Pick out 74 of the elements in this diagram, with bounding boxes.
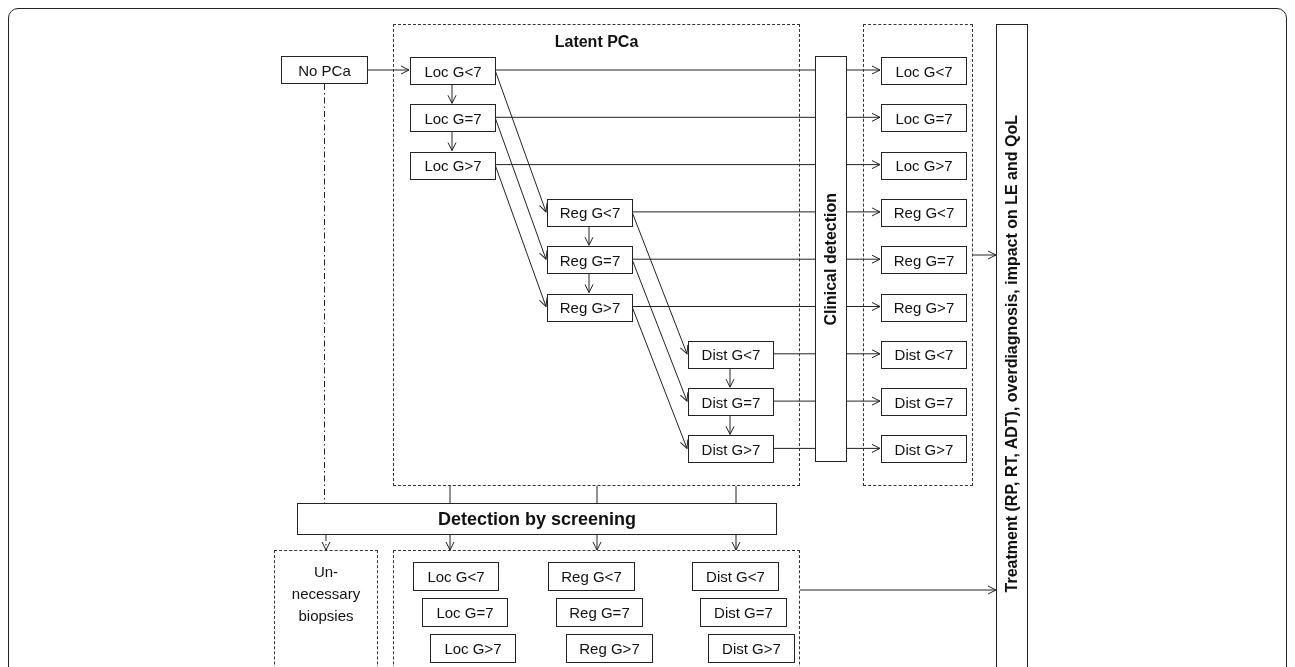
state-box: No PCa xyxy=(281,56,368,84)
connector-line xyxy=(631,258,816,260)
state-box: Dist G=7 xyxy=(881,388,967,417)
state-box: Reg G<7 xyxy=(548,562,635,591)
arrow xyxy=(592,534,602,551)
state-box: Loc G<7 xyxy=(413,562,499,591)
state-box: Reg G<7 xyxy=(881,198,967,227)
arrow xyxy=(846,443,881,453)
connector-line xyxy=(772,353,816,355)
group-title: Latent PCa xyxy=(553,33,640,51)
state-box: Reg G<7 xyxy=(547,198,633,227)
arrow xyxy=(447,130,457,152)
arrow xyxy=(367,65,410,75)
arrow xyxy=(445,534,455,551)
state-box: Loc G>7 xyxy=(881,151,967,180)
dashed-group xyxy=(393,24,800,486)
state-box: Reg G=7 xyxy=(881,246,967,275)
state-box: Reg G>7 xyxy=(566,634,653,663)
bar-label: Clinical detection xyxy=(822,192,840,326)
state-box: Loc G=7 xyxy=(881,104,967,133)
arrow xyxy=(725,367,735,388)
state-box: Loc G<7 xyxy=(410,57,496,85)
dashed-group xyxy=(863,24,973,486)
connector-line xyxy=(494,164,816,166)
state-box: Dist G<7 xyxy=(881,340,967,369)
connector-line xyxy=(772,447,816,449)
state-box: Loc G<7 xyxy=(881,57,967,85)
arrow xyxy=(846,302,881,311)
connector-line xyxy=(494,116,816,118)
arrow xyxy=(731,534,741,551)
state-box: Dist G>7 xyxy=(688,435,774,464)
state-box: Loc G=7 xyxy=(410,104,496,133)
process-bar xyxy=(297,503,777,535)
arrow xyxy=(321,534,331,551)
box-label: Un- necessary biopsies xyxy=(290,562,362,626)
arrow xyxy=(846,207,881,217)
connector-line xyxy=(494,69,816,71)
arrow xyxy=(846,396,881,406)
process-bar xyxy=(815,56,847,462)
arrow xyxy=(725,414,735,435)
connector-line xyxy=(772,400,816,402)
state-box: Loc G=7 xyxy=(422,598,508,627)
state-box: Dist G<7 xyxy=(688,340,774,369)
process-bar xyxy=(996,24,1028,667)
connector-line xyxy=(631,211,816,213)
state-box: Dist G>7 xyxy=(708,634,795,663)
arrow xyxy=(584,225,594,246)
state-box: Loc G>7 xyxy=(430,634,516,663)
arrow xyxy=(447,83,457,104)
arrow xyxy=(846,160,881,170)
arrow xyxy=(584,272,594,293)
dashed-box xyxy=(274,550,378,667)
state-box: Dist G<7 xyxy=(692,562,779,591)
arrow xyxy=(846,254,881,264)
state-box: Dist G=7 xyxy=(700,598,787,627)
state-box: Reg G>7 xyxy=(881,293,967,322)
arrow xyxy=(846,349,881,359)
arrow xyxy=(972,250,997,260)
arrow xyxy=(846,112,881,122)
dashed-group xyxy=(393,550,800,667)
connector-line xyxy=(631,306,816,307)
arrow xyxy=(799,585,997,595)
state-box: Loc G>7 xyxy=(410,151,496,180)
state-box: Reg G>7 xyxy=(547,293,633,322)
connector-line xyxy=(449,485,451,504)
state-box: Dist G=7 xyxy=(688,388,774,417)
bar-label: Treatment (RP, RT, ADT), overdiagnosis, impact on LE and QoL xyxy=(1003,115,1021,593)
state-box: Dist G>7 xyxy=(881,435,967,464)
connector-line xyxy=(596,485,598,504)
state-box: Reg G=7 xyxy=(547,246,633,275)
connector-line xyxy=(735,485,737,504)
bar-label: Detection by screening xyxy=(437,508,637,530)
state-box: Reg G=7 xyxy=(556,598,643,627)
arrow xyxy=(846,65,881,75)
